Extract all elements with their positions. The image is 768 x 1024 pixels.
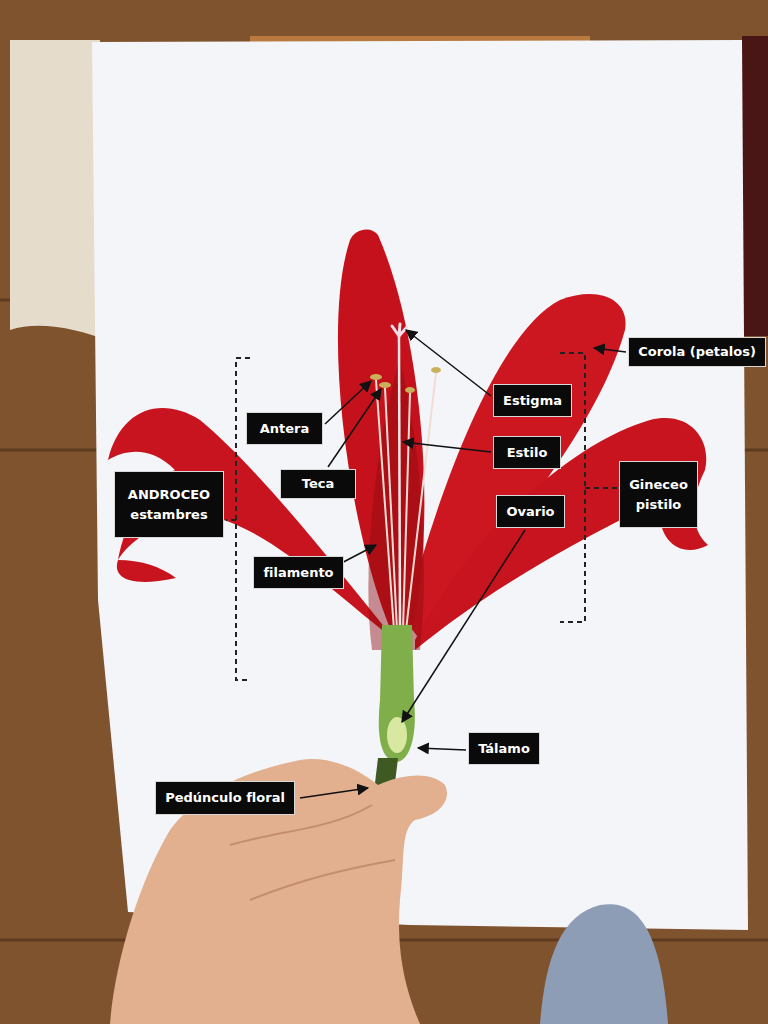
filament xyxy=(403,393,410,630)
ovary xyxy=(387,717,407,753)
throat-shade xyxy=(368,360,424,650)
part-label: filamento xyxy=(263,563,333,583)
label-box: ANDROCEOestambres xyxy=(114,471,224,538)
leader-line xyxy=(300,788,368,798)
label-box: Corola (petalos) xyxy=(628,337,766,367)
bag xyxy=(10,40,106,340)
label-box: Antera xyxy=(246,412,323,445)
leader-line xyxy=(403,442,491,452)
receptacle xyxy=(379,625,415,762)
part-label: Ovario xyxy=(506,502,554,522)
part-label: Antera xyxy=(260,419,310,439)
part-label: Teca xyxy=(302,474,334,494)
label-box: filamento xyxy=(253,556,344,589)
part-label: Estilo xyxy=(507,443,548,463)
petal xyxy=(415,418,708,650)
anther xyxy=(379,382,391,388)
part-label: ANDROCEO xyxy=(128,485,210,505)
dark-cloth xyxy=(742,36,768,336)
androecium-bracket xyxy=(226,358,250,680)
finger-crease xyxy=(230,805,395,900)
label-box: Gineceopistilo xyxy=(619,461,698,528)
anther xyxy=(405,387,415,393)
part-label: Corola (petalos) xyxy=(638,342,756,362)
anther xyxy=(370,374,382,380)
part-label: estambres xyxy=(130,505,207,525)
label-box: Ovario xyxy=(496,495,565,528)
leader-line xyxy=(325,381,371,424)
leader-line xyxy=(594,348,626,352)
label-box: Tálamo xyxy=(468,732,540,765)
label-box: Pedúnculo floral xyxy=(155,781,295,815)
leader-line xyxy=(328,389,381,467)
filament xyxy=(406,373,436,630)
filament xyxy=(385,388,397,630)
hand xyxy=(110,759,447,1024)
part-label: Estigma xyxy=(503,391,562,411)
stigma xyxy=(392,324,407,336)
label-box: Teca xyxy=(280,469,356,499)
part-label: Tálamo xyxy=(478,739,530,759)
part-label: pistilo xyxy=(636,495,682,515)
anther xyxy=(431,367,441,373)
knee xyxy=(540,904,668,1024)
part-label: Pedúnculo floral xyxy=(165,788,285,808)
label-box: Estilo xyxy=(493,436,561,469)
style xyxy=(399,336,400,632)
leader-line xyxy=(418,748,466,750)
leader-line xyxy=(406,330,491,396)
leader-line xyxy=(402,530,525,722)
part-label: Gineceo xyxy=(629,475,688,495)
petal-curl xyxy=(117,560,176,582)
label-box: Estigma xyxy=(493,384,572,417)
